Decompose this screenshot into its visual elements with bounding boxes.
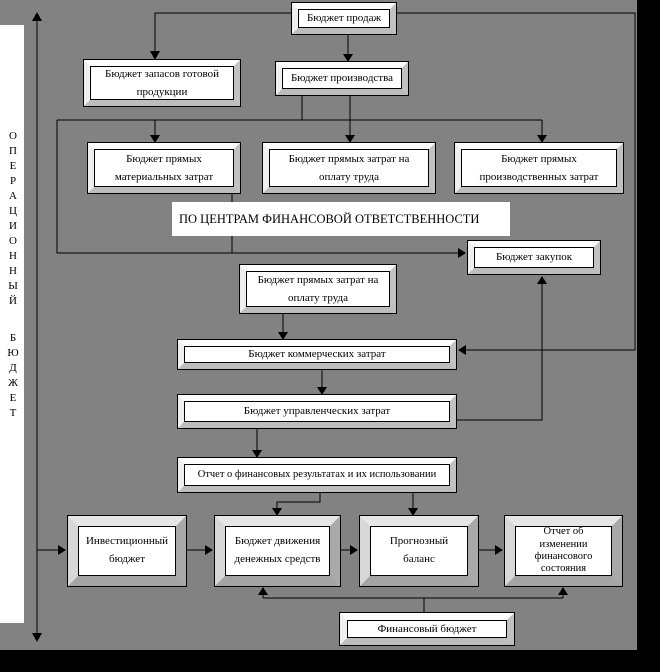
diagram-background: ОПЕРАЦИОННЫЙ БЮДЖЕТ Бюджет продаж Бюджет…: [0, 0, 637, 650]
box-label: Бюджет прямых производственных затрат: [461, 149, 617, 187]
box-investment-budget: Инвестиционный бюджет: [68, 516, 186, 586]
box-label: Бюджет движения денежных средств: [225, 526, 330, 576]
box-production-budget: Бюджет производства: [276, 62, 408, 95]
box-label: Отчет о финансовых результатах и их испо…: [184, 464, 450, 486]
connector-lines: [0, 0, 637, 650]
box-purchases-budget: Бюджет закупок: [468, 241, 600, 274]
box-label: Бюджет коммерческих затрат: [184, 346, 450, 363]
box-label: Бюджет продаж: [298, 9, 390, 28]
box-administrative-expenses-budget: Бюджет управленческих затрат: [178, 395, 456, 428]
box-direct-materials-budget: Бюджет прямых материальных затрат: [88, 143, 240, 193]
box-commercial-expenses-budget: Бюджет коммерческих затрат: [178, 340, 456, 369]
box-financial-budget: Финансовый бюджет: [340, 613, 514, 645]
box-cash-flow-budget: Бюджет движения денежных средств: [215, 516, 340, 586]
box-label: Инвестиционный бюджет: [78, 526, 176, 576]
vertical-label-budget: БЮДЖЕТ: [7, 332, 19, 422]
box-label: Прогнозный баланс: [370, 526, 468, 576]
box-label: Бюджет прямых материальных затрат: [94, 149, 234, 187]
box-label: Бюджет производства: [282, 68, 402, 89]
box-direct-labor-budget-top: Бюджет прямых затрат на оплату труда: [263, 143, 435, 193]
box-sales-budget: Бюджет продаж: [292, 3, 396, 34]
box-financial-state-change-report: Отчет об изменении финансового состояния: [505, 516, 622, 586]
box-label: Бюджет запасов готовой продукции: [90, 66, 234, 100]
section-label-responsibility-centers: ПО ЦЕНТРАМ ФИНАНСОВОЙ ОТВЕТСТВЕННОСТИ: [172, 202, 510, 236]
box-label: Бюджет прямых затрат на оплату труда: [269, 149, 429, 187]
box-direct-labor-budget-mid: Бюджет прямых затрат на оплату труда: [240, 265, 396, 313]
box-label: Бюджет закупок: [474, 247, 594, 268]
box-finished-goods-budget: Бюджет запасов готовой продукции: [84, 60, 240, 106]
box-income-statement: Отчет о финансовых результатах и их испо…: [178, 458, 456, 492]
box-label: Отчет об изменении финансового состояния: [515, 526, 612, 576]
box-label: Финансовый бюджет: [347, 620, 507, 638]
box-label: Бюджет прямых затрат на оплату труда: [246, 271, 390, 307]
box-label: Бюджет управленческих затрат: [184, 401, 450, 422]
box-direct-overhead-budget: Бюджет прямых производственных затрат: [455, 143, 623, 193]
box-forecast-balance: Прогнозный баланс: [360, 516, 478, 586]
vertical-label-operational: ОПЕРАЦИОННЫЙ: [7, 130, 19, 310]
operating-budget-strip: ОПЕРАЦИОННЫЙ БЮДЖЕТ: [0, 25, 24, 623]
